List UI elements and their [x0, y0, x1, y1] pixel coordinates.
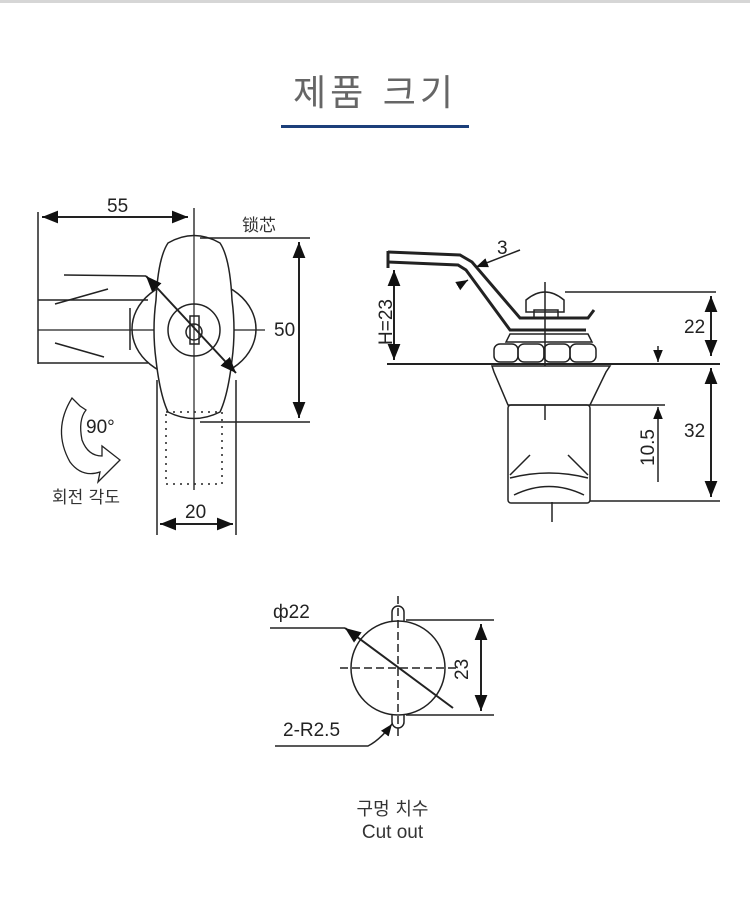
page-title: 제품 크기 [293, 73, 457, 114]
width-dimension: 55 [107, 196, 128, 217]
cutout-diameter: ф22 [273, 602, 310, 623]
height-dimension: 50 [274, 320, 295, 341]
lock-core-label: 锁芯 [242, 216, 276, 236]
front-view [37, 208, 310, 535]
cutout-drawing [270, 596, 494, 747]
title-underline [281, 125, 469, 128]
top-divider [0, 0, 750, 3]
side-view [386, 249, 720, 522]
cutout-caption-korean: 구멍 치수 [356, 799, 429, 820]
handle-height-dimension: H=23 [376, 299, 397, 345]
rotation-caption: 회전 각도 [52, 488, 120, 508]
body-height-dimension: 32 [684, 421, 705, 442]
body-width-dimension: 20 [185, 502, 206, 523]
top-height-dimension: 22 [684, 317, 705, 338]
thickness-dimension: 3 [497, 238, 508, 259]
rotation-angle: 90° [86, 417, 115, 438]
cutout-caption-english: Cut out [361, 822, 424, 843]
cutout-slot-radius: 2-R2.5 [283, 720, 340, 741]
cutout-height: 23 [452, 659, 473, 680]
flange-dimension: 10.5 [638, 429, 659, 466]
